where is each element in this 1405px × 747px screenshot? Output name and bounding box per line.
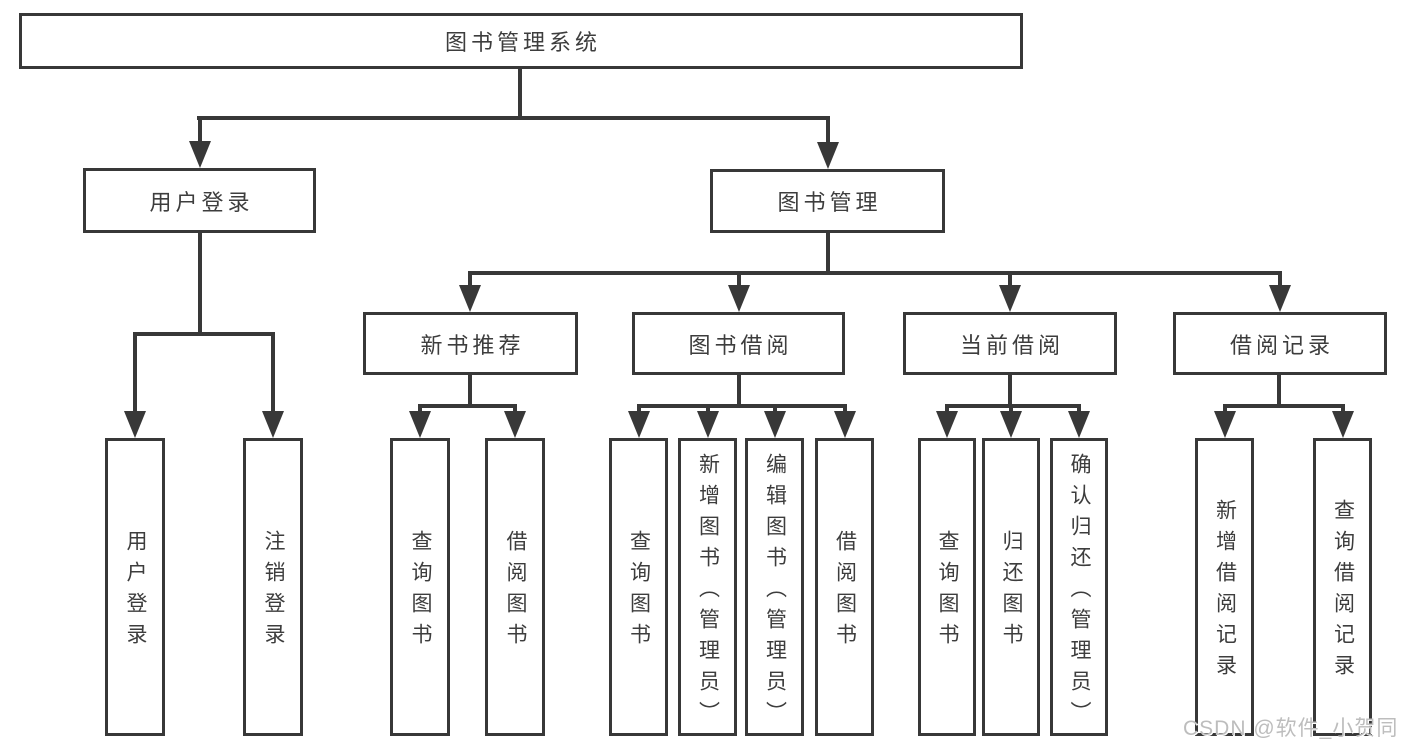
connector-userlogin-stem — [197, 118, 202, 144]
arrow-down-icon — [1213, 411, 1236, 438]
connector-l3-stem — [1008, 275, 1012, 287]
arrow-down-icon — [1068, 411, 1090, 438]
connector-l3-stem — [1278, 275, 1282, 287]
leaf-add-books-admin-label: 新增图书（管理员） — [696, 452, 720, 732]
connector-userlogin-down — [197, 233, 202, 334]
arrow-down-icon — [504, 411, 526, 438]
arrow-down-icon — [1000, 411, 1022, 438]
connector-group-stem — [468, 375, 472, 406]
connector-l2-hline — [197, 116, 830, 120]
node-user-login-label: 用户登录 — [149, 189, 254, 215]
arrow-down-icon — [696, 411, 719, 438]
leaf-query-books-recommend-label: 查询图书 — [409, 530, 432, 654]
leaf-query-books-recommend: 查询图书 — [390, 438, 450, 736]
node-borrowing-records-label: 借阅记录 — [1229, 332, 1334, 358]
connector-group-hline — [418, 404, 517, 408]
leaf-return-books: 归还图书 — [982, 438, 1040, 736]
leaf-borrow-books-recommend: 借阅图书 — [485, 438, 545, 736]
connector-group-hline — [945, 404, 1081, 408]
arrow-down-icon — [1269, 285, 1291, 312]
arrow-down-icon — [1331, 411, 1354, 438]
arrow-down-icon — [124, 411, 146, 438]
connector-l3-stem — [736, 275, 741, 287]
csdn-watermark: CSDN @软件_小贺同学 — [1183, 717, 1399, 740]
leaf-confirm-return-admin: 确认归还（管理员） — [1050, 438, 1108, 736]
leaf-user-login: 用户登录 — [105, 438, 165, 736]
node-book-management: 图书管理 — [710, 169, 945, 233]
node-new-book-recommendation-label: 新书推荐 — [420, 332, 525, 358]
connector-leaf-stem — [133, 336, 137, 413]
node-book-borrowing-label: 图书借阅 — [688, 332, 793, 358]
connector-group-hline — [1222, 404, 1345, 408]
leaf-query-books-current: 查询图书 — [918, 438, 976, 736]
leaf-borrow-books: 借阅图书 — [815, 438, 874, 736]
arrow-down-icon — [817, 142, 839, 169]
connector-bookmgmt-down — [826, 233, 830, 273]
node-root-label: 图书管理系统 — [444, 30, 601, 55]
leaf-user-login-label: 用户登录 — [124, 530, 147, 654]
arrow-down-icon — [459, 285, 481, 312]
arrow-down-icon — [188, 141, 211, 168]
node-book-borrowing: 图书借阅 — [632, 312, 845, 375]
node-borrowing-records: 借阅记录 — [1173, 312, 1387, 375]
leaf-query-borrow-record: 查询借阅记录 — [1313, 438, 1372, 736]
leaf-logout-label: 注销登录 — [262, 530, 285, 654]
connector-group-hline — [636, 404, 847, 408]
connector-group-stem — [736, 375, 741, 406]
node-root: 图书管理系统 — [19, 13, 1023, 69]
leaf-edit-books-admin-label: 编辑图书（管理员） — [763, 452, 787, 732]
node-user-login: 用户登录 — [83, 168, 316, 233]
leaf-add-books-admin: 新增图书（管理员） — [678, 438, 737, 736]
node-current-borrowing-label: 当前借阅 — [959, 332, 1064, 358]
leaf-logout: 注销登录 — [243, 438, 303, 736]
node-book-management-label: 图书管理 — [777, 190, 882, 215]
leaf-query-books-borrow: 查询图书 — [609, 438, 668, 736]
arrow-down-icon — [627, 411, 650, 438]
connector-l3-stem — [468, 275, 472, 287]
arrow-down-icon — [727, 285, 750, 312]
leaf-borrow-books-label: 借阅图书 — [833, 530, 857, 654]
leaf-query-books-current-label: 查询图书 — [936, 530, 959, 654]
leaf-add-borrow-record: 新增借阅记录 — [1195, 438, 1254, 736]
arrow-down-icon — [833, 411, 856, 438]
leaf-query-books-borrow-label: 查询图书 — [627, 530, 651, 654]
connector-group-stem — [1008, 375, 1012, 406]
arrow-down-icon — [999, 285, 1021, 312]
connector-root-stem — [518, 69, 522, 118]
arrow-down-icon — [409, 411, 431, 438]
connector-group-stem — [1277, 375, 1281, 406]
node-new-book-recommendation: 新书推荐 — [363, 312, 578, 375]
leaf-confirm-return-admin-label: 确认归还（管理员） — [1068, 452, 1091, 732]
connector-userlogin-hline — [133, 332, 275, 336]
leaf-query-borrow-record-label: 查询借阅记录 — [1331, 499, 1355, 685]
leaf-borrow-books-recommend-label: 借阅图书 — [504, 530, 527, 654]
leaf-edit-books-admin: 编辑图书（管理员） — [745, 438, 804, 736]
arrow-down-icon — [262, 411, 284, 438]
leaf-return-books-label: 归还图书 — [1000, 530, 1023, 654]
connector-bookmgmt-stem — [826, 118, 830, 145]
arrow-down-icon — [936, 411, 958, 438]
node-current-borrowing: 当前借阅 — [903, 312, 1117, 375]
connector-leaf-stem — [271, 336, 275, 413]
arrow-down-icon — [763, 411, 786, 438]
connector-l3-hline — [468, 271, 1282, 275]
leaf-add-borrow-record-label: 新增借阅记录 — [1213, 499, 1237, 685]
